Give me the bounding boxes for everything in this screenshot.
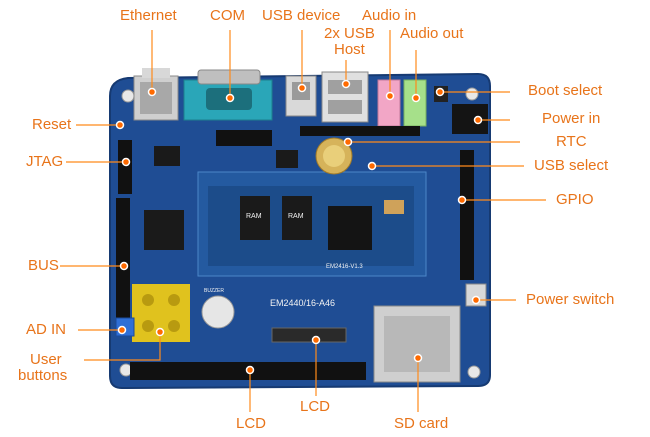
label-reset: Reset [32,116,72,133]
marker-dots [115,79,483,375]
usb-host-ports [321,71,369,123]
rtc-battery [315,137,353,175]
cpu-chip [328,206,372,250]
label-usb-host-line1: 2x USB [324,25,375,42]
label-user-buttons-line2: buttons [18,367,68,384]
label-rtc: RTC [556,133,587,150]
label-gpio: GPIO [556,191,594,208]
label-audio-in: Audio in [362,7,417,24]
ram-chip-a [240,196,270,240]
jtag-header [118,140,132,194]
ic-chip-3 [154,146,180,166]
audio-in-jack [377,79,401,127]
top-header-2 [300,126,420,136]
label-user-buttons-line1: User [30,351,62,368]
buzzer [201,295,235,329]
core-module-text: EM2416-V1.3 [326,264,363,270]
label-ad-in: AD IN [26,321,67,338]
leader-lines [60,30,546,412]
ram-text-a: RAM [246,213,262,220]
audio-out-jack [403,79,427,127]
ic-chip [144,210,184,250]
label-com: COM [210,7,245,24]
label-audio-out: Audio out [400,25,464,42]
label-usb-device: USB device [262,7,341,24]
ram-chip-b [282,196,312,240]
label-usb-host-line2: Host [334,41,365,58]
label-bus: BUS [28,257,59,274]
label-ethernet: Ethernet [120,7,177,24]
label-lcd-middle: LCD [300,398,331,415]
core-module [197,171,427,277]
lcd-fpc-connector [271,327,347,343]
label-lcd-left: LCD [236,415,267,432]
label-power-in: Power in [542,110,601,127]
label-power-switch: Power switch [526,291,615,308]
usb-device-port [285,75,317,117]
board-model-text: EM2440/16-A46 [270,298,335,308]
label-usb-select: USB select [534,157,609,174]
ic-chip-2 [276,150,298,168]
sd-card-slot [373,305,461,383]
label-boot-select: Boot select [528,82,603,99]
top-header [216,130,272,146]
ram-text-b: RAM [288,213,304,220]
bus-header [116,198,130,324]
mounting-holes [119,87,481,379]
buzzer-text: BUZZER [204,288,224,294]
label-jtag: JTAG [26,153,64,170]
label-sd-card: SD card [394,415,449,432]
ethernet-jack [133,68,179,121]
power-jack [452,104,488,134]
gpio-header [460,150,474,280]
